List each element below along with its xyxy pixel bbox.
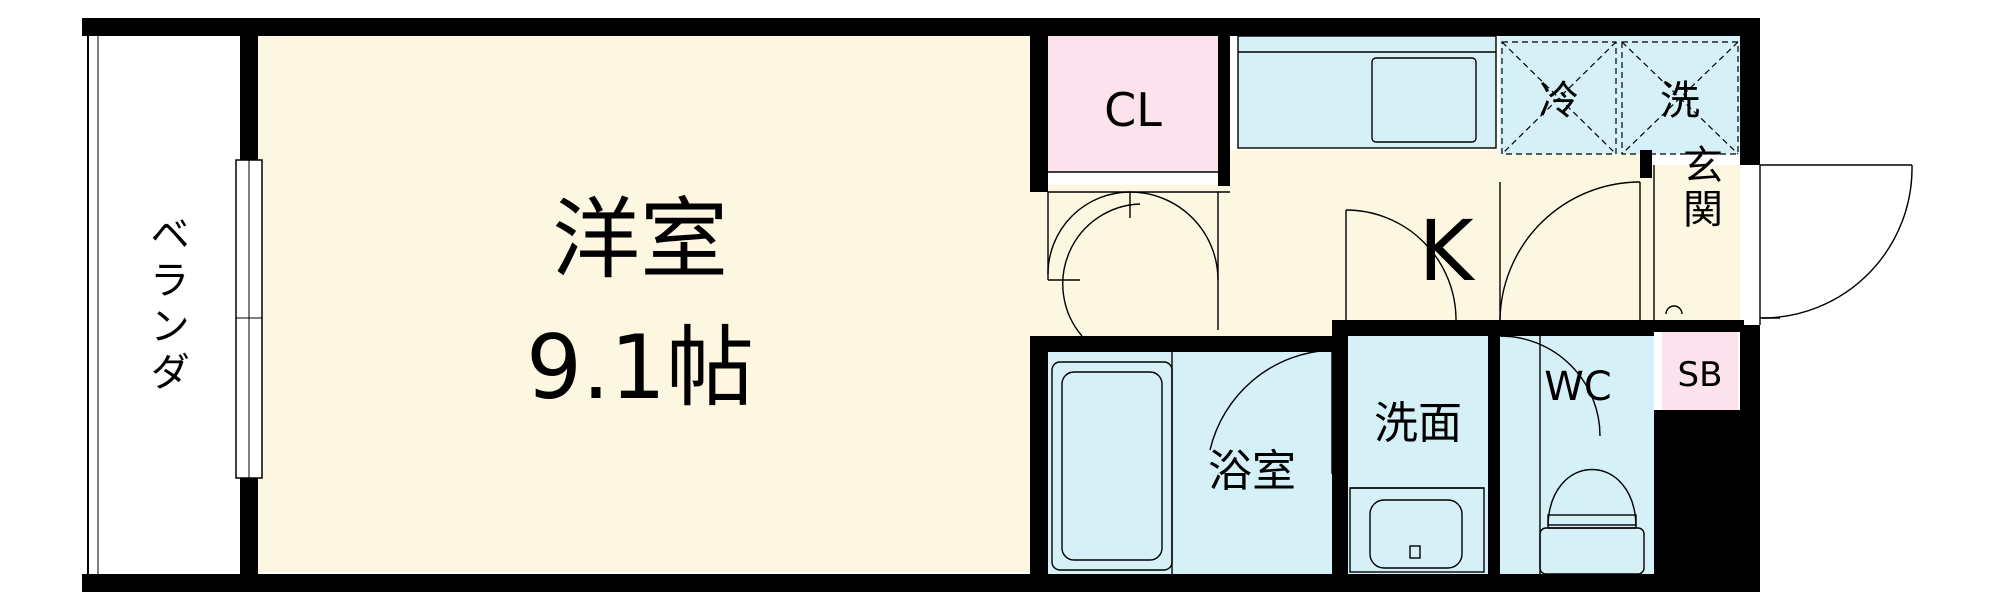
toilet-fixture <box>1499 335 1645 575</box>
shoe-box-floor <box>1662 330 1738 410</box>
western-room-name: 洋室 <box>552 188 728 291</box>
kitchen-sink <box>1237 35 1497 149</box>
kitchen-label: K <box>1418 202 1475 300</box>
closet-floor <box>1048 36 1218 172</box>
closet-door <box>1047 171 1230 337</box>
toilet-label: WC <box>1544 364 1611 410</box>
bathroom-floor <box>1048 352 1332 574</box>
balcony-label: ベランダ <box>143 213 189 397</box>
washroom-floor <box>1346 336 1488 574</box>
shoe-box-label: SB <box>1678 355 1723 395</box>
washer-label: 洗 <box>1660 78 1700 124</box>
fridge-label: 冷 <box>1539 78 1579 124</box>
western-room-size: 9.1帖 <box>526 316 754 419</box>
toilet-floor <box>1500 336 1654 574</box>
washbasin <box>1349 487 1485 573</box>
washroom-label: 洗面 <box>1374 398 1462 449</box>
bathroom-label: 浴室 <box>1208 446 1296 497</box>
appliance-spaces-outline <box>1501 41 1739 155</box>
kitchen-floor <box>1230 150 1644 336</box>
closet-label: CL <box>1104 83 1162 137</box>
entrance-label: 玄関 <box>1676 144 1722 232</box>
kitchen-doors <box>1345 165 1655 321</box>
entrance-floor <box>1644 165 1740 325</box>
western-room-floor <box>258 36 1030 572</box>
entrance-door <box>1665 164 1913 325</box>
balcony-floor <box>88 36 240 574</box>
kitchen-counter <box>1238 36 1496 148</box>
balcony-window <box>235 159 263 479</box>
bathroom-door <box>1171 349 1333 574</box>
